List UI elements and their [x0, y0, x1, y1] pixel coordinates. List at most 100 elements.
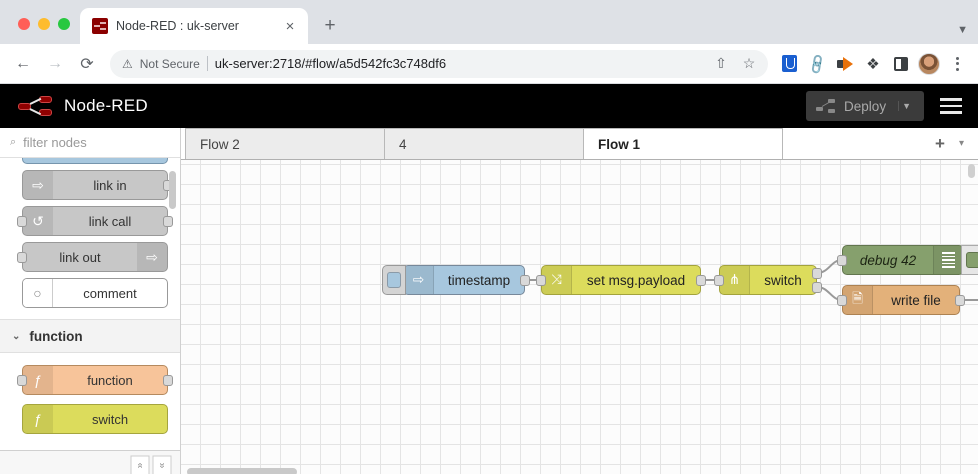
palette-node-link-in[interactable]: ⇨ link in [22, 170, 173, 200]
function-f-icon: ƒ [23, 366, 53, 394]
output-port[interactable] [955, 295, 965, 306]
palette-node-label: link call [88, 213, 132, 229]
input-port[interactable] [17, 375, 27, 386]
flow-node-change-set-msg-payload[interactable]: ⤨ set msg.payload [536, 265, 706, 295]
browser-tab-title: Node-RED : uk-server [116, 19, 239, 33]
palette-scrollbar[interactable] [169, 171, 176, 209]
input-port[interactable] [536, 275, 546, 286]
palette-node-label: link in [93, 177, 127, 193]
node-red-logo[interactable]: Node-RED [18, 95, 148, 117]
palette-scroll-area: ⇨ link in ↺ link call ⇨ link out ○ comme… [0, 158, 180, 450]
palette-node-partial[interactable] [22, 158, 168, 164]
minimize-window-button[interactable] [38, 18, 50, 30]
workspace: ⌕ filter nodes ⇨ link in ↺ link call ⇨ l… [0, 128, 978, 474]
output-port-1[interactable] [812, 268, 822, 279]
new-tab-button[interactable]: + [324, 15, 336, 36]
palette-category-function[interactable]: ⌄ function [0, 319, 180, 353]
flow-tab-4[interactable]: 4 [384, 128, 584, 159]
link-in-icon: ⇨ [23, 171, 53, 199]
reload-button[interactable]: ⟳ [80, 55, 94, 73]
flow-node-label: timestamp [447, 272, 511, 288]
megaphone-extension-icon[interactable] [832, 51, 858, 77]
flow-node-label: debug 42 [859, 252, 917, 268]
deploy-dropdown-caret-icon[interactable]: ▼ [898, 101, 922, 111]
palette-node-link-call[interactable]: ↺ link call [17, 206, 173, 236]
flow-tab-flow-1[interactable]: Flow 1 [583, 128, 783, 159]
flow-tab-bar: Flow 2 4 Flow 1 + ▾ [181, 128, 978, 160]
file-write-icon: 🗎 [843, 286, 873, 314]
canvas-horizontal-scrollbar[interactable] [187, 468, 297, 474]
input-port[interactable] [837, 255, 847, 266]
input-port[interactable] [837, 295, 847, 306]
share-icon[interactable]: ⇧ [715, 55, 727, 71]
canvas-area: Flow 2 4 Flow 1 + ▾ ⇨ timestamp [181, 128, 978, 474]
omnibox-divider [206, 56, 208, 71]
flow-node-label: write file [891, 292, 941, 308]
expand-all-icon[interactable]: » [152, 455, 172, 474]
output-port-2[interactable] [812, 282, 822, 293]
close-window-button[interactable] [18, 18, 30, 30]
change-shuffle-icon: ⤨ [542, 266, 572, 294]
browser-toolbar: ← → ⟳ ⚠ Not Secure uk-server:2718/#flow/… [0, 44, 978, 84]
flow-canvas[interactable]: ⇨ timestamp ⤨ set msg.payload ⋔ switch [181, 160, 978, 474]
flow-node-debug-42[interactable]: debug 42 [837, 245, 978, 275]
node-palette: ⌕ filter nodes ⇨ link in ↺ link call ⇨ l… [0, 128, 181, 474]
tab-list-chevron-icon[interactable]: ▼ [957, 24, 968, 36]
three-dot-menu-icon[interactable] [944, 51, 970, 77]
maximize-window-button[interactable] [58, 18, 70, 30]
switch-icon: ƒ [23, 405, 53, 433]
browser-tab-strip: Node-RED : uk-server × + ▼ [0, 0, 978, 44]
puzzle-extensions-icon[interactable]: ❖ [866, 55, 880, 73]
add-flow-button[interactable]: + [935, 133, 945, 153]
flow-wires [525, 259, 978, 301]
chevron-down-icon: ⌄ [12, 330, 21, 342]
deploy-button[interactable]: Deploy ▼ [806, 91, 924, 121]
inject-trigger-button[interactable] [382, 265, 406, 295]
comment-bubble-icon: ○ [23, 279, 53, 307]
output-port[interactable] [163, 216, 173, 227]
output-port[interactable] [163, 375, 173, 386]
palette-node-comment[interactable]: ○ comment [22, 278, 168, 308]
shield-extension-icon[interactable] [776, 51, 802, 77]
input-port[interactable] [17, 216, 27, 227]
forward-button: → [47, 54, 63, 72]
flow-node-switch[interactable]: ⋔ switch [714, 265, 822, 295]
node-red-logo-icon [18, 95, 54, 117]
main-menu-hamburger-icon[interactable] [938, 94, 964, 118]
switch-branch-icon: ⋔ [720, 266, 750, 294]
output-port[interactable] [520, 275, 530, 286]
browser-tab[interactable]: Node-RED : uk-server × [80, 8, 308, 44]
user-avatar[interactable] [916, 51, 942, 77]
inject-arrow-icon: ⇨ [404, 266, 434, 294]
palette-footer: » » [0, 450, 180, 474]
palette-node-label: switch [91, 411, 129, 427]
address-bar[interactable]: ⚠ Not Secure uk-server:2718/#flow/a5d542… [110, 49, 768, 78]
close-tab-icon[interactable]: × [285, 17, 295, 35]
palette-search-box[interactable]: ⌕ filter nodes [0, 128, 180, 158]
flow-tab-flow-2[interactable]: Flow 2 [185, 128, 385, 159]
back-button[interactable]: ← [15, 54, 31, 72]
deploy-icon [816, 98, 836, 114]
canvas-vertical-scrollbar[interactable] [968, 164, 975, 178]
bookmark-star-icon[interactable]: ☆ [742, 55, 756, 71]
palette-node-link-out[interactable]: ⇨ link out [17, 242, 168, 272]
output-port[interactable] [696, 275, 706, 286]
flow-node-inject-timestamp[interactable]: ⇨ timestamp [382, 265, 530, 295]
node-red-header: Node-RED Deploy ▼ [0, 84, 978, 128]
palette-node-label: function [87, 372, 133, 388]
palette-node-function[interactable]: ƒ function [17, 365, 173, 395]
flow-list-chevron-icon[interactable]: ▾ [958, 138, 964, 149]
input-port[interactable] [17, 252, 27, 263]
input-port[interactable] [714, 275, 724, 286]
collapse-all-icon[interactable]: » [130, 455, 150, 474]
palette-node-switch[interactable]: ƒ switch [22, 404, 168, 434]
flow-node-label: set msg.payload [586, 272, 686, 288]
node-red-favicon [92, 18, 108, 34]
link-extension-icon[interactable]: 🔗 [804, 51, 829, 75]
debug-enable-toggle-button[interactable] [961, 245, 978, 275]
filter-nodes-input[interactable]: filter nodes [23, 135, 87, 150]
side-panel-icon[interactable] [888, 51, 914, 77]
app-title: Node-RED [64, 96, 148, 115]
flow-node-write-file[interactable]: 🗎 write file [837, 285, 965, 315]
url-text[interactable]: uk-server:2718/#flow/a5d542fc3c748df6 [214, 56, 447, 71]
